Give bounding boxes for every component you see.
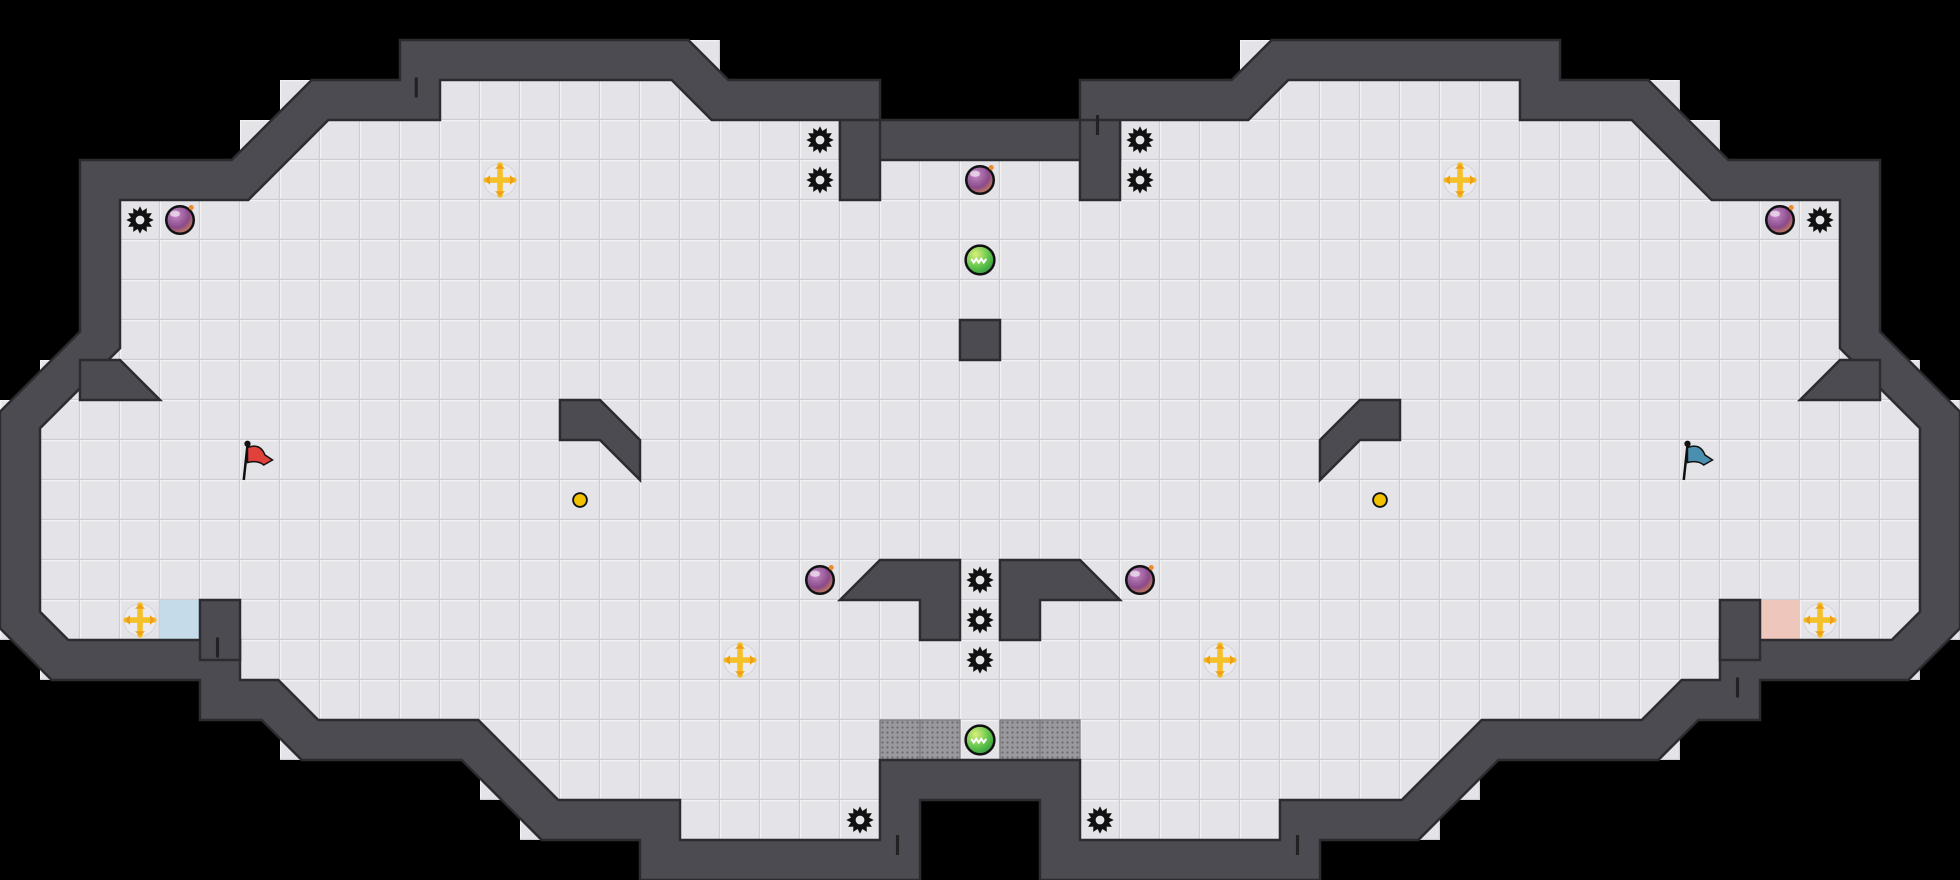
wall-block xyxy=(1078,118,1122,202)
wall-block xyxy=(198,598,242,662)
center-wall-block xyxy=(958,318,1002,362)
gate-tile xyxy=(999,719,1041,761)
spike-icon xyxy=(966,606,994,634)
wall-block xyxy=(1318,398,1402,484)
spike-hole xyxy=(1815,215,1825,225)
blue-endzone-tile xyxy=(160,600,200,640)
wall-block xyxy=(78,358,164,402)
bomb-fuse xyxy=(1788,205,1794,210)
boost-cross xyxy=(483,162,517,198)
powerup-mark xyxy=(970,736,988,745)
spike-hole xyxy=(855,815,865,825)
powerup-icon xyxy=(964,724,996,756)
wall-block xyxy=(836,558,962,642)
button-icon[interactable] xyxy=(572,492,588,508)
boost-cross xyxy=(123,602,157,638)
spike-icon xyxy=(806,166,834,194)
gate-tile xyxy=(879,719,921,761)
wall-block xyxy=(558,398,642,484)
bomb-body xyxy=(1765,205,1795,235)
bomb-fuse xyxy=(1148,565,1154,570)
flag-knob xyxy=(244,440,251,447)
spike-icon xyxy=(126,206,154,234)
boost-icon xyxy=(483,162,517,198)
wall-block xyxy=(838,118,882,202)
spike-icon xyxy=(1086,806,1114,834)
bomb-icon xyxy=(1765,205,1795,235)
spike-hole xyxy=(1095,815,1105,825)
spike-icon xyxy=(846,806,874,834)
powerup-mark xyxy=(970,256,988,265)
bomb-fuse xyxy=(988,165,994,170)
wall-block xyxy=(1796,358,1882,402)
boost-cross xyxy=(723,642,757,678)
bomb-shine xyxy=(970,170,980,177)
bomb-shine xyxy=(1130,570,1140,577)
bomb-icon xyxy=(1125,565,1155,595)
bomb-fuse xyxy=(828,565,834,570)
red-flag-icon xyxy=(242,440,274,481)
arena-floor xyxy=(20,60,1940,860)
boost-icon xyxy=(1443,162,1477,198)
bomb-icon xyxy=(965,165,995,195)
bomb-body xyxy=(805,565,835,595)
spike-hole xyxy=(1135,135,1145,145)
boost-icon xyxy=(1203,642,1237,678)
button-icon[interactable] xyxy=(1372,492,1388,508)
spike-hole xyxy=(815,175,825,185)
wall-block xyxy=(1718,598,1762,662)
boost-cross xyxy=(1203,642,1237,678)
bomb-body xyxy=(1125,565,1155,595)
wall-block xyxy=(998,558,1124,642)
outer-wall xyxy=(1,41,1959,879)
flag-knob xyxy=(1684,440,1691,447)
flag-cloth xyxy=(246,445,274,466)
spike-icon xyxy=(966,646,994,674)
spike-hole xyxy=(815,135,825,145)
bomb-shine xyxy=(1770,210,1780,217)
flag-cloth xyxy=(1686,445,1714,466)
gate-tile xyxy=(1039,719,1081,761)
spike-hole xyxy=(1135,175,1145,185)
boost-icon xyxy=(1803,602,1837,638)
bomb-icon xyxy=(805,565,835,595)
boost-icon xyxy=(123,602,157,638)
spike-icon xyxy=(1806,206,1834,234)
spike-icon xyxy=(1126,166,1154,194)
blue-flag-icon xyxy=(1682,440,1714,481)
red-endzone-tile xyxy=(1760,600,1800,640)
spike-icon xyxy=(1126,126,1154,154)
bomb-body xyxy=(165,205,195,235)
bomb-body xyxy=(965,165,995,195)
bomb-shine xyxy=(810,570,820,577)
bomb-fuse xyxy=(188,205,194,210)
boost-cross xyxy=(1803,602,1837,638)
bomb-shine xyxy=(170,210,180,217)
spike-hole xyxy=(975,615,985,625)
spike-hole xyxy=(135,215,145,225)
boost-cross xyxy=(1443,162,1477,198)
gate-tile xyxy=(919,719,961,761)
spike-hole xyxy=(975,655,985,665)
boost-icon xyxy=(723,642,757,678)
bomb-icon xyxy=(165,205,195,235)
spike-hole xyxy=(975,575,985,585)
spike-icon xyxy=(966,566,994,594)
spike-icon xyxy=(806,126,834,154)
powerup-icon xyxy=(964,244,996,276)
